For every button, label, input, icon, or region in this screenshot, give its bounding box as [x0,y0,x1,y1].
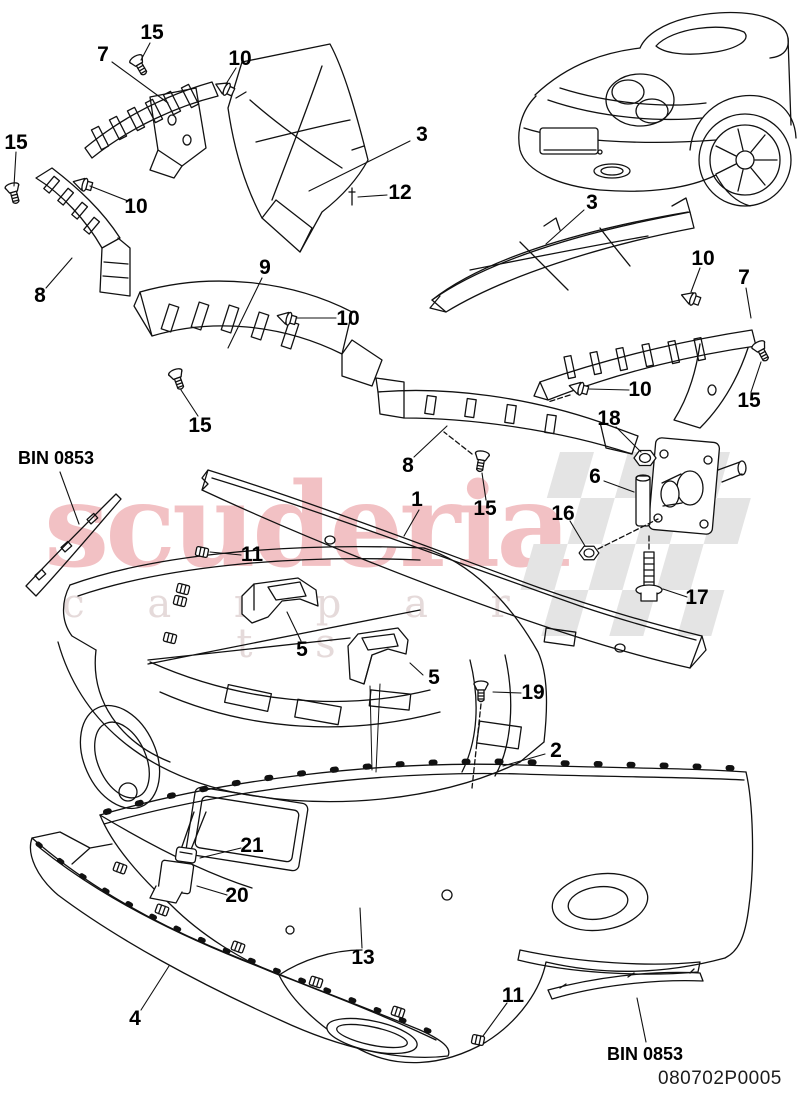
diagram-code: 080702P0005 [658,1068,782,1089]
trim-strip-left [25,493,122,597]
bumper-skin [99,758,754,1064]
callout-11: 11 [501,984,525,1007]
callout-5: 5 [296,638,308,661]
callout-10: 10 [124,195,148,218]
callout-8: 8 [402,454,414,477]
lower-valance [29,831,450,1059]
callout-4: 4 [129,1007,141,1030]
callout-10: 10 [691,247,715,270]
callout-5: 5 [428,666,440,689]
bin-label-left: BIN 0853 [18,448,95,468]
sensor-clip-21 [174,846,198,864]
callout-15: 15 [188,414,212,437]
callout-12: 12 [388,181,412,204]
callout-3: 3 [586,191,598,214]
tow-mount-assembly [578,437,747,602]
bumper-carrier-left [84,81,219,179]
leader-lines [13,42,762,1043]
callout-8: 8 [34,284,46,307]
callout-15: 15 [473,497,497,520]
bolt-17 [635,551,663,602]
callout-10: 10 [628,378,652,401]
callout-2: 2 [550,739,562,762]
foam-pad-left [241,577,319,624]
bumper-carrier-right [533,329,757,429]
callout-13: 13 [351,946,375,969]
arch-liner-left [227,43,369,253]
reflector-strip-right [547,968,704,1000]
car-rear-view [518,11,797,207]
callout-19: 19 [521,681,545,704]
callout-15: 15 [140,21,164,44]
energy-absorber-right [375,377,639,455]
cross-member-9 [133,280,383,387]
foam-pad-right [347,627,409,773]
energy-absorber-left [35,167,131,297]
callout-3: 3 [416,123,428,146]
callout-18: 18 [597,407,621,430]
callout-16: 16 [551,502,575,525]
callout-1: 1 [411,488,423,511]
callout-21: 21 [240,834,264,857]
callout-9: 9 [259,256,271,279]
callout-15: 15 [4,131,28,154]
impact-beam-1 [201,469,707,669]
callout-15: 15 [737,389,761,412]
callout-20: 20 [225,884,249,907]
bin-label-right: BIN 0853 [607,1044,684,1064]
callout-11: 11 [240,543,264,566]
callout-6: 6 [589,465,601,488]
callout-7: 7 [738,266,750,289]
arch-liner-right [429,197,695,313]
rivet-12 [348,187,356,206]
callout-7: 7 [97,43,109,66]
callout-17: 17 [685,586,709,609]
callout-10: 10 [336,307,360,330]
callout-10: 10 [228,47,252,70]
sensor-bracket-20 [149,859,195,904]
fasteners [3,52,774,1047]
